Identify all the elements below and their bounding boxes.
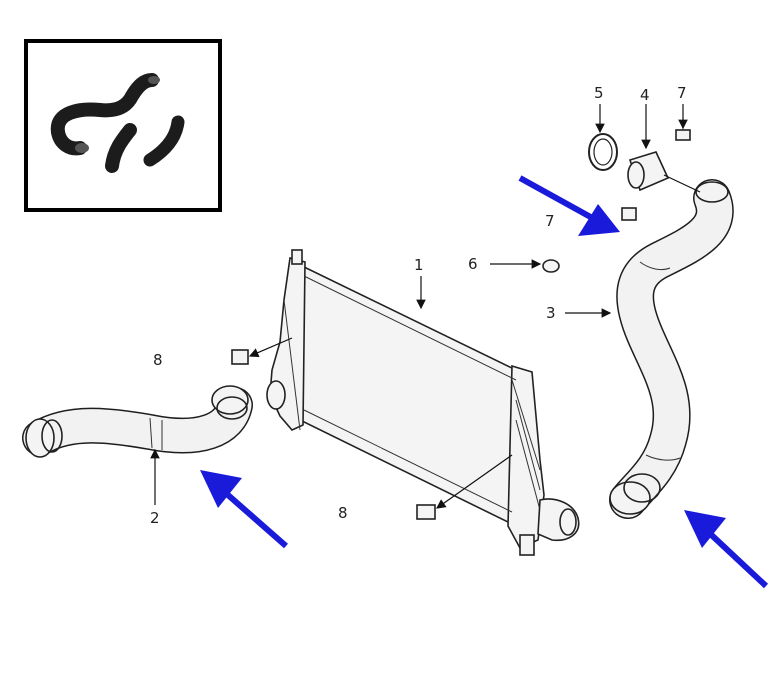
callout-1: 1: [414, 256, 424, 274]
intercooler-core: [299, 263, 521, 526]
callout-7-mid: 7: [545, 212, 555, 230]
bolt-7-mid: [621, 207, 637, 221]
intercooler: [266, 249, 580, 556]
arrow-pointing-hose-2: [200, 470, 288, 549]
callout-6: 6: [468, 255, 478, 273]
callout-8-lower: 8: [338, 504, 348, 522]
inset-long-hose: [50, 73, 159, 139]
arrow-pointing-hose-3-bottom: [684, 510, 769, 589]
inset-photo: [24, 39, 222, 212]
inset-short-hose-b: [143, 115, 185, 167]
callout-3: 3: [546, 304, 556, 322]
intercooler-fins: [283, 275, 541, 513]
hose-2-right-opening: [211, 385, 249, 415]
highlight-arrows: [200, 175, 769, 589]
nut-6: [542, 259, 560, 273]
leader-lines: [150, 104, 701, 509]
inset-hose-opening: [75, 143, 89, 153]
hose-2-left-opening: [25, 418, 55, 458]
gasket-5: [588, 133, 618, 171]
intercooler-bracket-top: [291, 249, 303, 265]
inset-short-hose-a: [105, 123, 137, 173]
intercooler-left-port: [266, 380, 286, 410]
intercooler-bracket-bottom: [519, 534, 535, 556]
inset-hose-opening-top: [148, 76, 160, 84]
hose-3-top-opening: [695, 181, 729, 203]
hose-2-left-clamp: [41, 419, 63, 453]
intercooler-right-port-mouth: [559, 508, 577, 536]
arrow-pointing-hose-3-top: [518, 175, 620, 236]
callout-5: 5: [594, 84, 604, 102]
clip-8-lower: [416, 504, 436, 520]
hose-2: [22, 385, 253, 458]
callout-8-upper: 8: [153, 351, 163, 369]
callout-2: 2: [150, 509, 160, 527]
connector-4: [627, 151, 670, 192]
callout-4: 4: [640, 86, 650, 104]
hose-3: [609, 179, 734, 519]
hose-3-bottom-clamp: [623, 473, 661, 503]
hose-2-right-clamp: [216, 396, 248, 420]
callout-7-top: 7: [677, 84, 687, 102]
clip-8-upper: [231, 349, 249, 365]
